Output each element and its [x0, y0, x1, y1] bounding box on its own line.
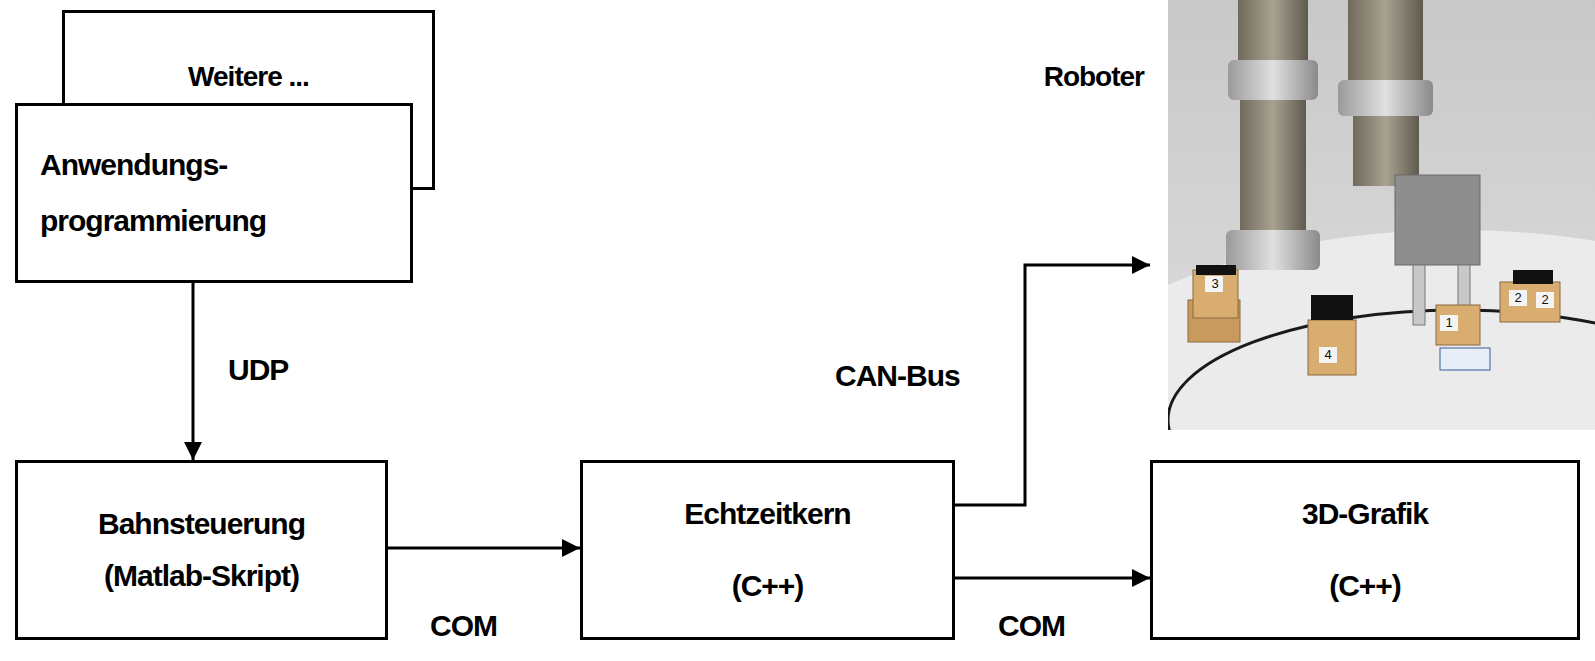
box-label: Bahnsteuerung (Matlab-Skript) — [52, 498, 352, 602]
box-label: 3D-Grafik (C++) — [1265, 478, 1465, 622]
marker — [1196, 265, 1236, 275]
connector-arrow — [192, 283, 195, 460]
arm-link — [1348, 0, 1423, 80]
callout-number: 3 — [1209, 277, 1220, 291]
cube-label — [1440, 315, 1458, 331]
cube-label — [1319, 347, 1337, 363]
cube-label — [1509, 290, 1527, 306]
arm-link — [1238, 0, 1308, 60]
process-box: 3D-Grafik (C++) — [1150, 460, 1580, 640]
arm-link — [1240, 100, 1306, 230]
robot-heading: Roboter — [1044, 60, 1144, 94]
box-label: Weitere ... — [99, 57, 399, 97]
robot-photo — [1168, 0, 1595, 430]
connector-label: CAN-Bus — [835, 358, 960, 394]
connector-arrow — [955, 265, 1150, 505]
wood-cube — [1308, 320, 1356, 375]
cube-label — [1205, 276, 1223, 292]
table — [1168, 230, 1595, 430]
box-label: Anwendungs- programmierung — [40, 137, 370, 249]
callout-number: 4 — [1322, 348, 1333, 362]
wood-cube — [1436, 305, 1480, 345]
connector-arrow — [955, 577, 1150, 580]
process-box: Echtzeitkern (C++) — [580, 460, 955, 640]
process-box: Bahnsteuerung (Matlab-Skript) — [15, 460, 388, 640]
marker — [1311, 295, 1353, 320]
wood-cube — [1500, 282, 1560, 322]
connector-label: UDP — [228, 352, 288, 388]
callout-number: 2 — [1539, 293, 1550, 307]
small-box — [1440, 348, 1490, 370]
gripper-finger — [1413, 265, 1425, 325]
arm-joint — [1338, 80, 1433, 116]
cube-label — [1536, 292, 1554, 308]
callout-number: 2 — [1512, 291, 1523, 305]
wood-cube — [1193, 270, 1238, 318]
box-label: Echtzeitkern (C++) — [668, 478, 868, 622]
arm-joint — [1228, 60, 1318, 100]
robot-frame: Roboter — [1150, 0, 1595, 430]
marker — [1513, 270, 1553, 284]
callout-number: 1 — [1443, 316, 1454, 330]
gripper-housing — [1395, 175, 1480, 265]
arm-base — [1226, 230, 1320, 270]
connector-arrow — [388, 547, 580, 550]
process-box: Anwendungs- programmierung — [15, 103, 413, 283]
connector-label: COM — [998, 608, 1065, 644]
connector-label: COM — [430, 608, 497, 644]
